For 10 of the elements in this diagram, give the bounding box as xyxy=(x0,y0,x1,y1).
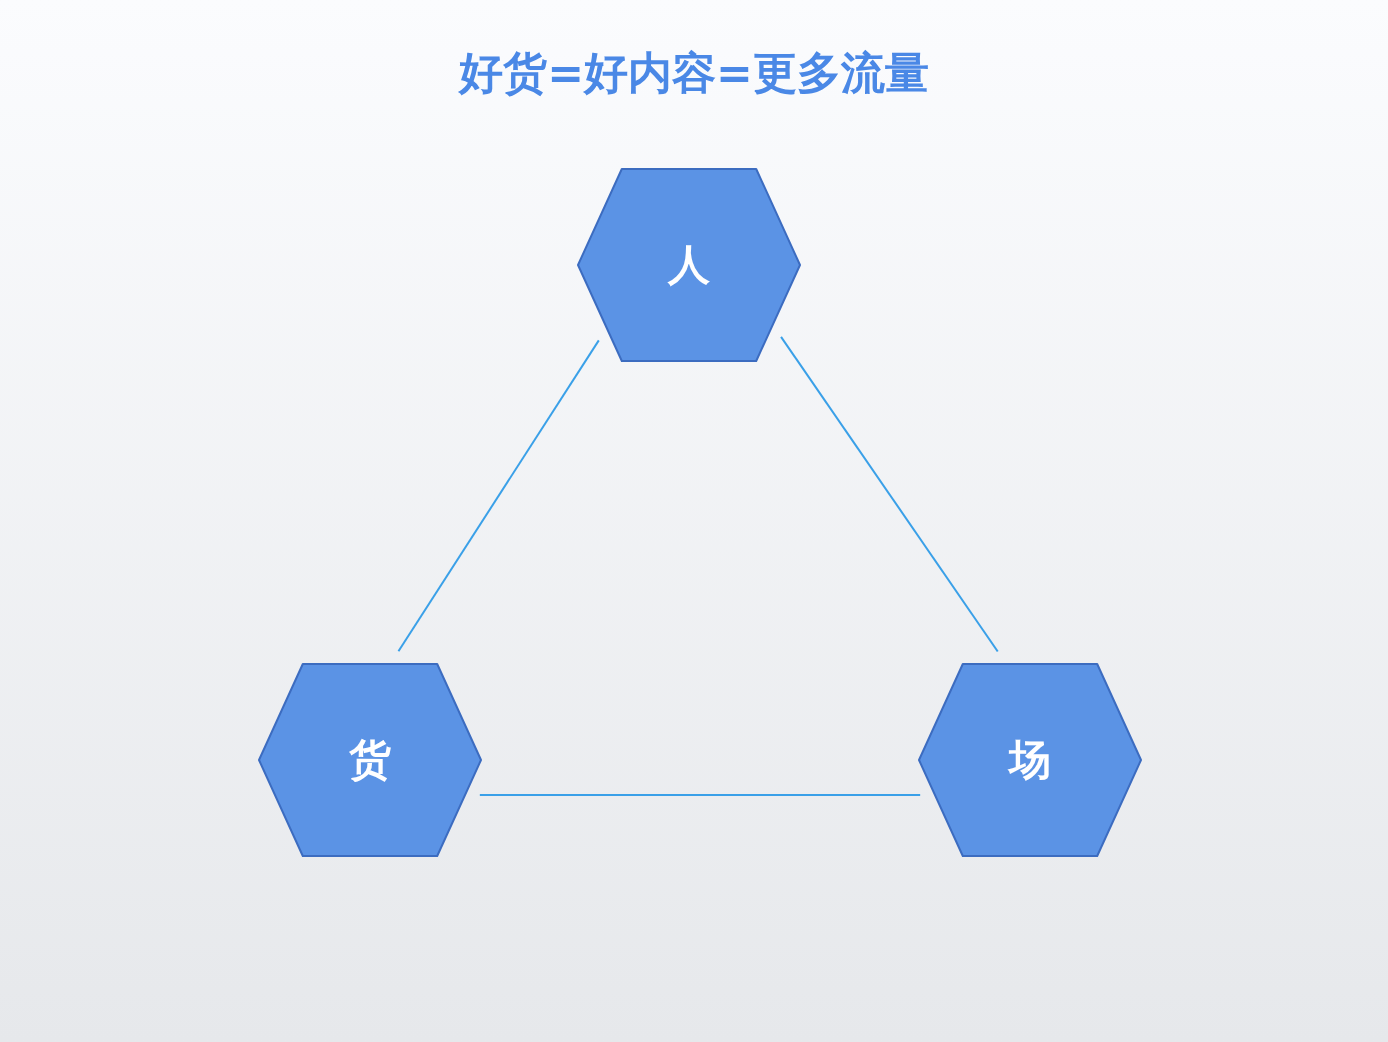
node-label: 货 xyxy=(349,734,391,786)
connector-line xyxy=(478,794,922,796)
hexagon-node xyxy=(577,168,801,362)
hexagon-node xyxy=(918,663,1142,857)
node-label: 人 xyxy=(668,239,710,291)
connector-line xyxy=(780,335,999,653)
hexagon-node xyxy=(258,663,482,857)
node-label: 场 xyxy=(1009,734,1051,786)
connector-line xyxy=(397,339,600,653)
title: 好货=好内容=更多流量 xyxy=(459,47,929,98)
